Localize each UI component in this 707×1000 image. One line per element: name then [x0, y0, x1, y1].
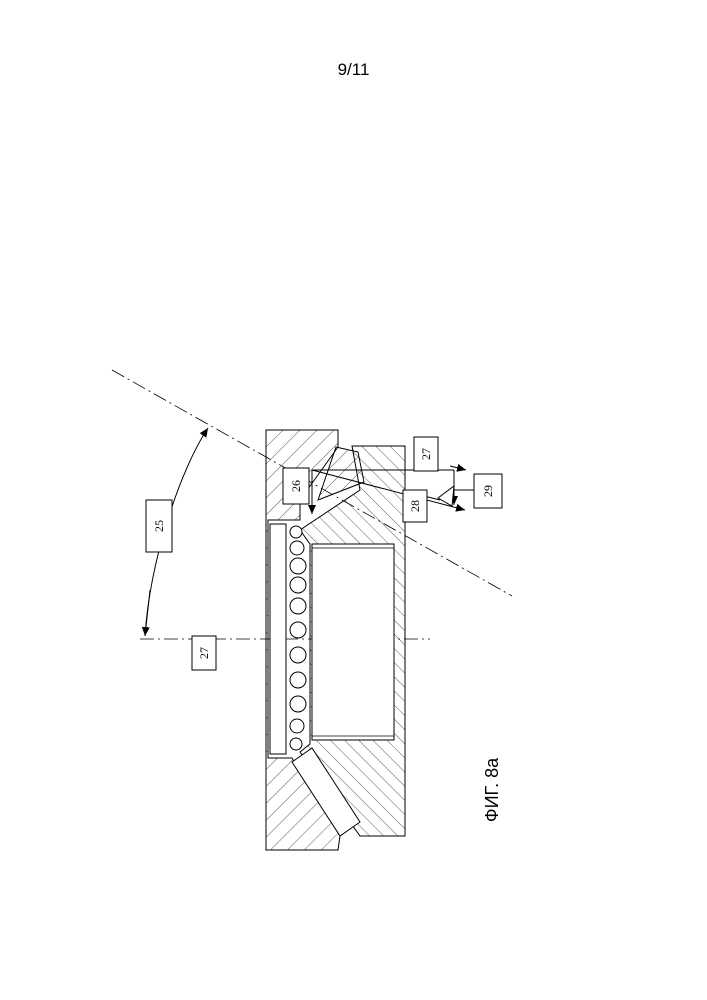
label-28: 28 [403, 490, 427, 522]
bore [312, 544, 394, 740]
label-25: 25 [146, 500, 172, 552]
svg-text:29: 29 [481, 485, 495, 497]
label-26: 26 [283, 468, 309, 504]
cage [270, 524, 286, 754]
svg-text:28: 28 [408, 500, 422, 512]
label-29: 29 [474, 474, 502, 508]
svg-text:25: 25 [152, 520, 166, 532]
svg-text:27: 27 [197, 647, 211, 659]
figure-caption: ФИГ. 8а [482, 757, 502, 822]
label-27-top: 27 [414, 437, 438, 471]
svg-text:26: 26 [289, 480, 303, 492]
svg-text:27: 27 [419, 448, 433, 460]
rollers [290, 526, 306, 750]
label-27-bottom: 27 [192, 636, 216, 670]
sensor-symbol [438, 486, 454, 506]
